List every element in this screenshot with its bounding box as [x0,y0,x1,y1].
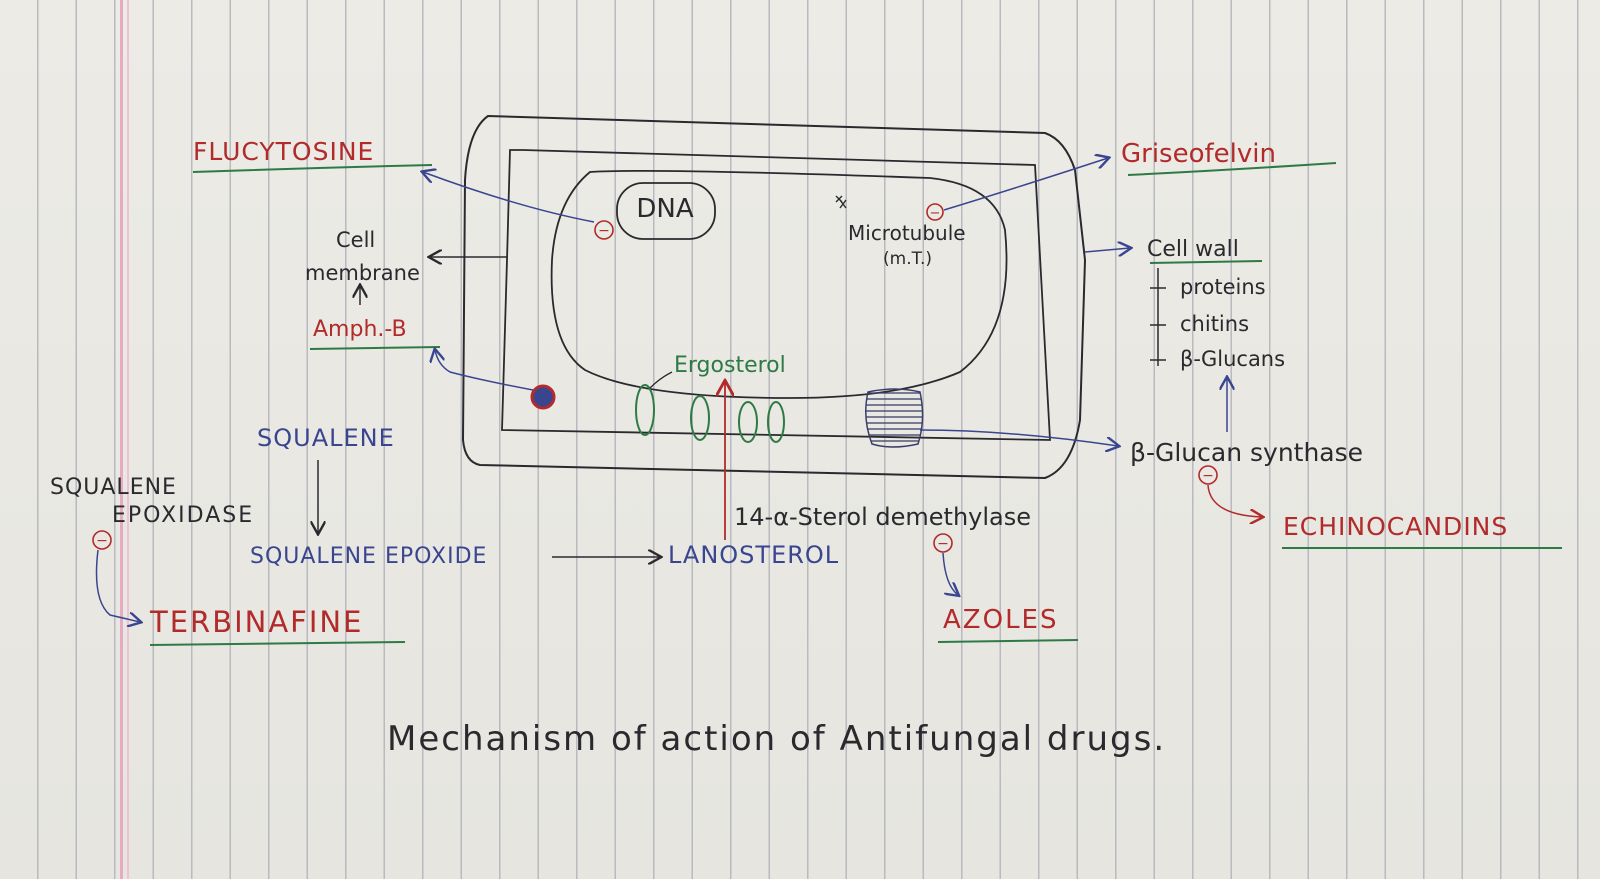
dna-label: DNA [636,194,693,224]
azoles-inhibit-symbol: − [937,536,949,552]
griseofulvin-label: Griseofelvin [1121,139,1276,169]
wall-item-proteins: proteins [1180,275,1266,299]
microtubule-icon [835,195,847,209]
margin-line-secondary [127,0,129,879]
cell-wall-bracket [1150,268,1166,366]
squalene-epoxidase-label-2: EPOXIDASE [112,503,254,528]
glucan-synthase-block [865,388,924,448]
ergosterol-label: Ergosterol [674,353,786,378]
flucytosine-underline [192,164,433,173]
ergosterol-molecule [690,395,710,441]
terbinafine-label: TERBINAFINE [149,605,363,639]
nucleus-outline [550,169,1008,399]
demethylase-label: 14-α-Sterol demethylase [734,503,1031,531]
echinocandins-arrow [1207,484,1262,517]
amph-b-underline [309,346,441,350]
amph-b-label: Amph.-B [313,317,407,342]
margin-line [120,0,123,879]
ergosterol-pointer [649,371,673,389]
azoles-label: AZOLES [943,605,1058,635]
echinocandins-inhibit-symbol: − [1202,468,1214,484]
squalene-epoxidase-label-1: SQUALENE [50,475,177,500]
amph-b-arrow [435,350,534,391]
lanosterol-label: LANOSTEROL [668,541,839,569]
cell-wall-label: Cell wall [1147,237,1239,262]
cell-wall-outline [461,114,1087,480]
echinocandins-label: ECHINOCANDINS [1283,512,1508,541]
squalene-epoxide-label: SQUALENE EPOXIDE [250,544,487,569]
cell-wall-underline [1149,260,1263,264]
griseofulvin-inhibit-icon [926,203,944,221]
terbinafine-arrow [95,549,141,622]
flucytosine-arrow [423,172,595,223]
griseofulvin-underline [1127,162,1337,176]
microtubule-abbr: (m.T.) [883,249,932,269]
cell-membrane-outline [501,149,1051,441]
azoles-underline [937,639,1079,643]
cell-membrane-label-2: membrane [305,261,420,285]
dna-box [616,182,716,240]
flucytosine-label: FLUCYTOSINE [193,137,374,166]
ergosterol-molecule [738,401,758,443]
terbinafine-inhibit-symbol: − [96,533,108,549]
diagram-caption: Mechanism of action of Antifungal drugs. [387,719,1166,759]
wall-item-chitins: chitins [1180,312,1249,336]
ergosterol-molecule [767,401,785,443]
terbinafine-underline [149,641,406,646]
echinocandins-inhibit-icon [1198,465,1218,485]
amph-b-binding-dot [530,384,556,410]
terbinafine-inhibit-icon [92,530,112,550]
squalene-label: SQUALENE [257,424,395,452]
microtubule-label: Microtubule [848,221,966,245]
cell-membrane-label-1: Cell [336,228,375,252]
griseofulvin-arrow [943,158,1108,211]
flucytosine-inhibit-symbol: − [598,223,610,239]
wall-item-glucans: β-Glucans [1180,347,1285,371]
azoles-arrow [942,552,958,595]
glucan-synthase-label: β-Glucan synthase [1130,438,1363,467]
cell-wall-pointer [1084,248,1130,252]
flucytosine-inhibit-icon [594,220,614,240]
azoles-inhibit-icon [933,533,953,553]
ergosterol-molecule [635,384,655,436]
griseofulvin-inhibit-symbol: − [930,206,941,221]
glucan-synthase-arrow [919,429,1118,446]
